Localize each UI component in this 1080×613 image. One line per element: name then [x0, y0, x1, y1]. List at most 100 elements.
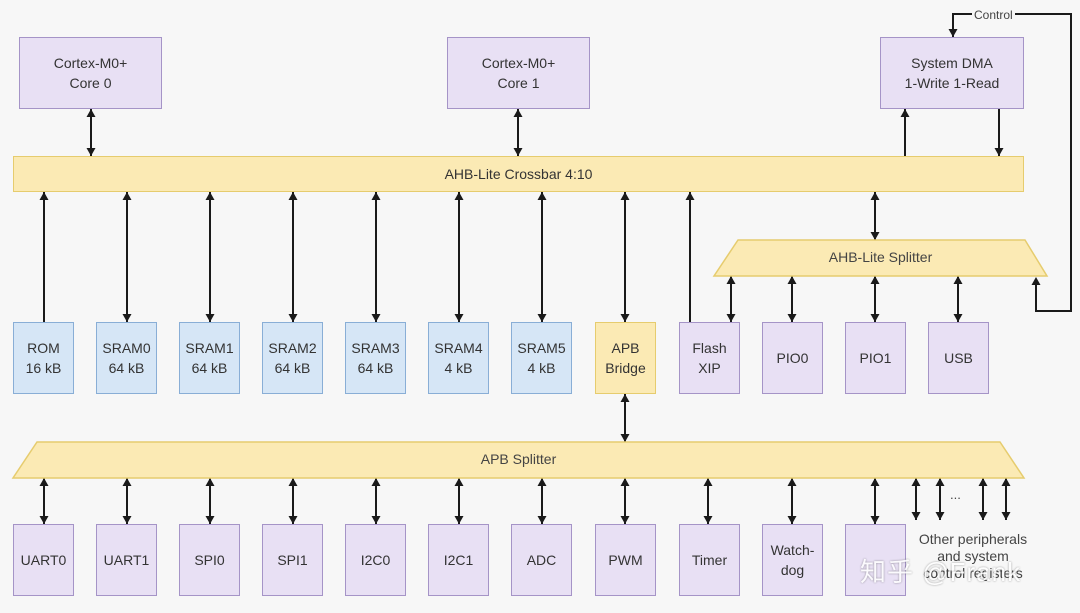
arrow-head	[870, 276, 880, 284]
unnamed-peripheral-box	[845, 524, 906, 596]
ahb-splitter-label: AHB-Lite Splitter	[828, 249, 933, 265]
peripheral-name: ADC	[526, 552, 557, 568]
sram0-box: SRAM0 64 kB	[96, 322, 157, 394]
arrow-head	[870, 478, 880, 486]
pio1-box: PIO1	[845, 322, 906, 394]
apb-bridge-line1: APB	[611, 340, 640, 356]
other-peripherals-line1: Other peripherals	[918, 531, 1028, 547]
arrow-head	[726, 314, 736, 322]
pwm-box: PWM	[595, 524, 656, 596]
arrow-head	[454, 192, 464, 200]
arrow-head	[39, 192, 49, 200]
peripheral-name: SPI0	[194, 552, 225, 568]
dma-box: System DMA 1-Write 1-Read	[880, 37, 1024, 109]
watchdog-box: Watch- dog	[762, 524, 823, 596]
memory-size: 4 kB	[527, 360, 556, 376]
arrow-head	[122, 478, 132, 486]
arrow-head	[911, 478, 921, 486]
arrow-head	[371, 192, 381, 200]
arrow-head	[953, 276, 963, 284]
arrow-head	[86, 148, 96, 156]
core1-line2: Core 1	[497, 75, 540, 91]
arrow-head	[122, 314, 132, 322]
core1-box: Cortex-M0+ Core 1	[447, 37, 590, 109]
peripheral-name: PWM	[608, 552, 643, 568]
other-peripherals-line3: control registers	[923, 565, 1023, 581]
arrow-head	[870, 314, 880, 322]
arrow-head	[371, 478, 381, 486]
arrow-head	[454, 478, 464, 486]
arrow-head	[513, 109, 523, 117]
arrow-head	[787, 276, 797, 284]
arrow-head	[288, 314, 298, 322]
flash-xip-box: Flash XIP	[679, 322, 740, 394]
arrow-head	[703, 478, 713, 486]
peripheral-name: USB	[944, 350, 973, 366]
i2c1-box: I2C1	[428, 524, 489, 596]
dma-line2: 1-Write 1-Read	[904, 75, 1000, 91]
arrow-head	[205, 314, 215, 322]
arrow-head	[1001, 478, 1011, 486]
arrow-head	[39, 516, 49, 524]
spi1-box: SPI1	[262, 524, 323, 596]
arrow-head	[685, 192, 695, 200]
memory-size: 64 kB	[357, 360, 394, 376]
peripheral-name: PIO0	[776, 350, 809, 366]
memory-name: SRAM2	[268, 340, 317, 356]
peripheral-name: UART1	[103, 552, 150, 568]
memory-size: 64 kB	[191, 360, 228, 376]
arrow-head	[620, 394, 630, 402]
arrow-head	[205, 192, 215, 200]
timer-box: Timer	[679, 524, 740, 596]
other-peripherals-line2: and system	[937, 548, 1009, 564]
arrow-head	[953, 314, 963, 322]
arrow-head	[86, 109, 96, 117]
arrow-head	[703, 516, 713, 524]
adc-box: ADC	[511, 524, 572, 596]
apb-splitter-label: APB Splitter	[480, 451, 557, 467]
memory-name: SRAM3	[351, 340, 400, 356]
peripheral-name: PIO1	[859, 350, 892, 366]
memory-size: 4 kB	[444, 360, 473, 376]
arrow-head	[537, 516, 547, 524]
arrow-head	[994, 148, 1004, 156]
watermark: 知乎 @Frank	[860, 557, 1022, 587]
arrow-head	[1031, 277, 1041, 285]
arrow-head	[39, 478, 49, 486]
arrow-head	[870, 192, 880, 200]
sram2-box: SRAM2 64 kB	[262, 322, 323, 394]
peripheral-name: UART0	[20, 552, 67, 568]
apb-bridge-line2: Bridge	[605, 360, 646, 376]
control-label: Control	[972, 7, 1015, 24]
arrow-head	[513, 148, 523, 156]
arrow-head	[787, 478, 797, 486]
arrow-head	[537, 314, 547, 322]
peripheral-name: I2C0	[360, 552, 391, 568]
pio0-box: PIO0	[762, 322, 823, 394]
usb-box: USB	[928, 322, 989, 394]
arrow-head	[935, 478, 945, 486]
sram5-box: SRAM5 4 kB	[511, 322, 572, 394]
arrow-head	[371, 516, 381, 524]
core0-line2: Core 0	[69, 75, 112, 91]
arrow-head	[288, 478, 298, 486]
peripheral-name: SPI1	[277, 552, 308, 568]
memory-size: 64 kB	[108, 360, 145, 376]
other-peripherals-label: Other peripherals and system control reg…	[910, 531, 1036, 582]
peripheral-name: Timer	[691, 552, 728, 568]
spi0-box: SPI0	[179, 524, 240, 596]
arrow-head	[537, 478, 547, 486]
arrow-head	[870, 516, 880, 524]
sram1-box: SRAM1 64 kB	[179, 322, 240, 394]
arrow-head	[948, 29, 958, 37]
ahb-crossbar: AHB-Lite Crossbar 4:10	[13, 156, 1024, 192]
watchdog-line1: Watch-	[770, 542, 815, 558]
arrow-head	[620, 314, 630, 322]
arrow-head	[205, 516, 215, 524]
apb-splitter-shape	[11, 441, 1026, 479]
arrow-head	[726, 276, 736, 284]
core1-line1: Cortex-M0+	[481, 55, 556, 71]
other-peripherals-ellipsis: ...	[950, 487, 961, 502]
arrow-head	[900, 109, 910, 117]
